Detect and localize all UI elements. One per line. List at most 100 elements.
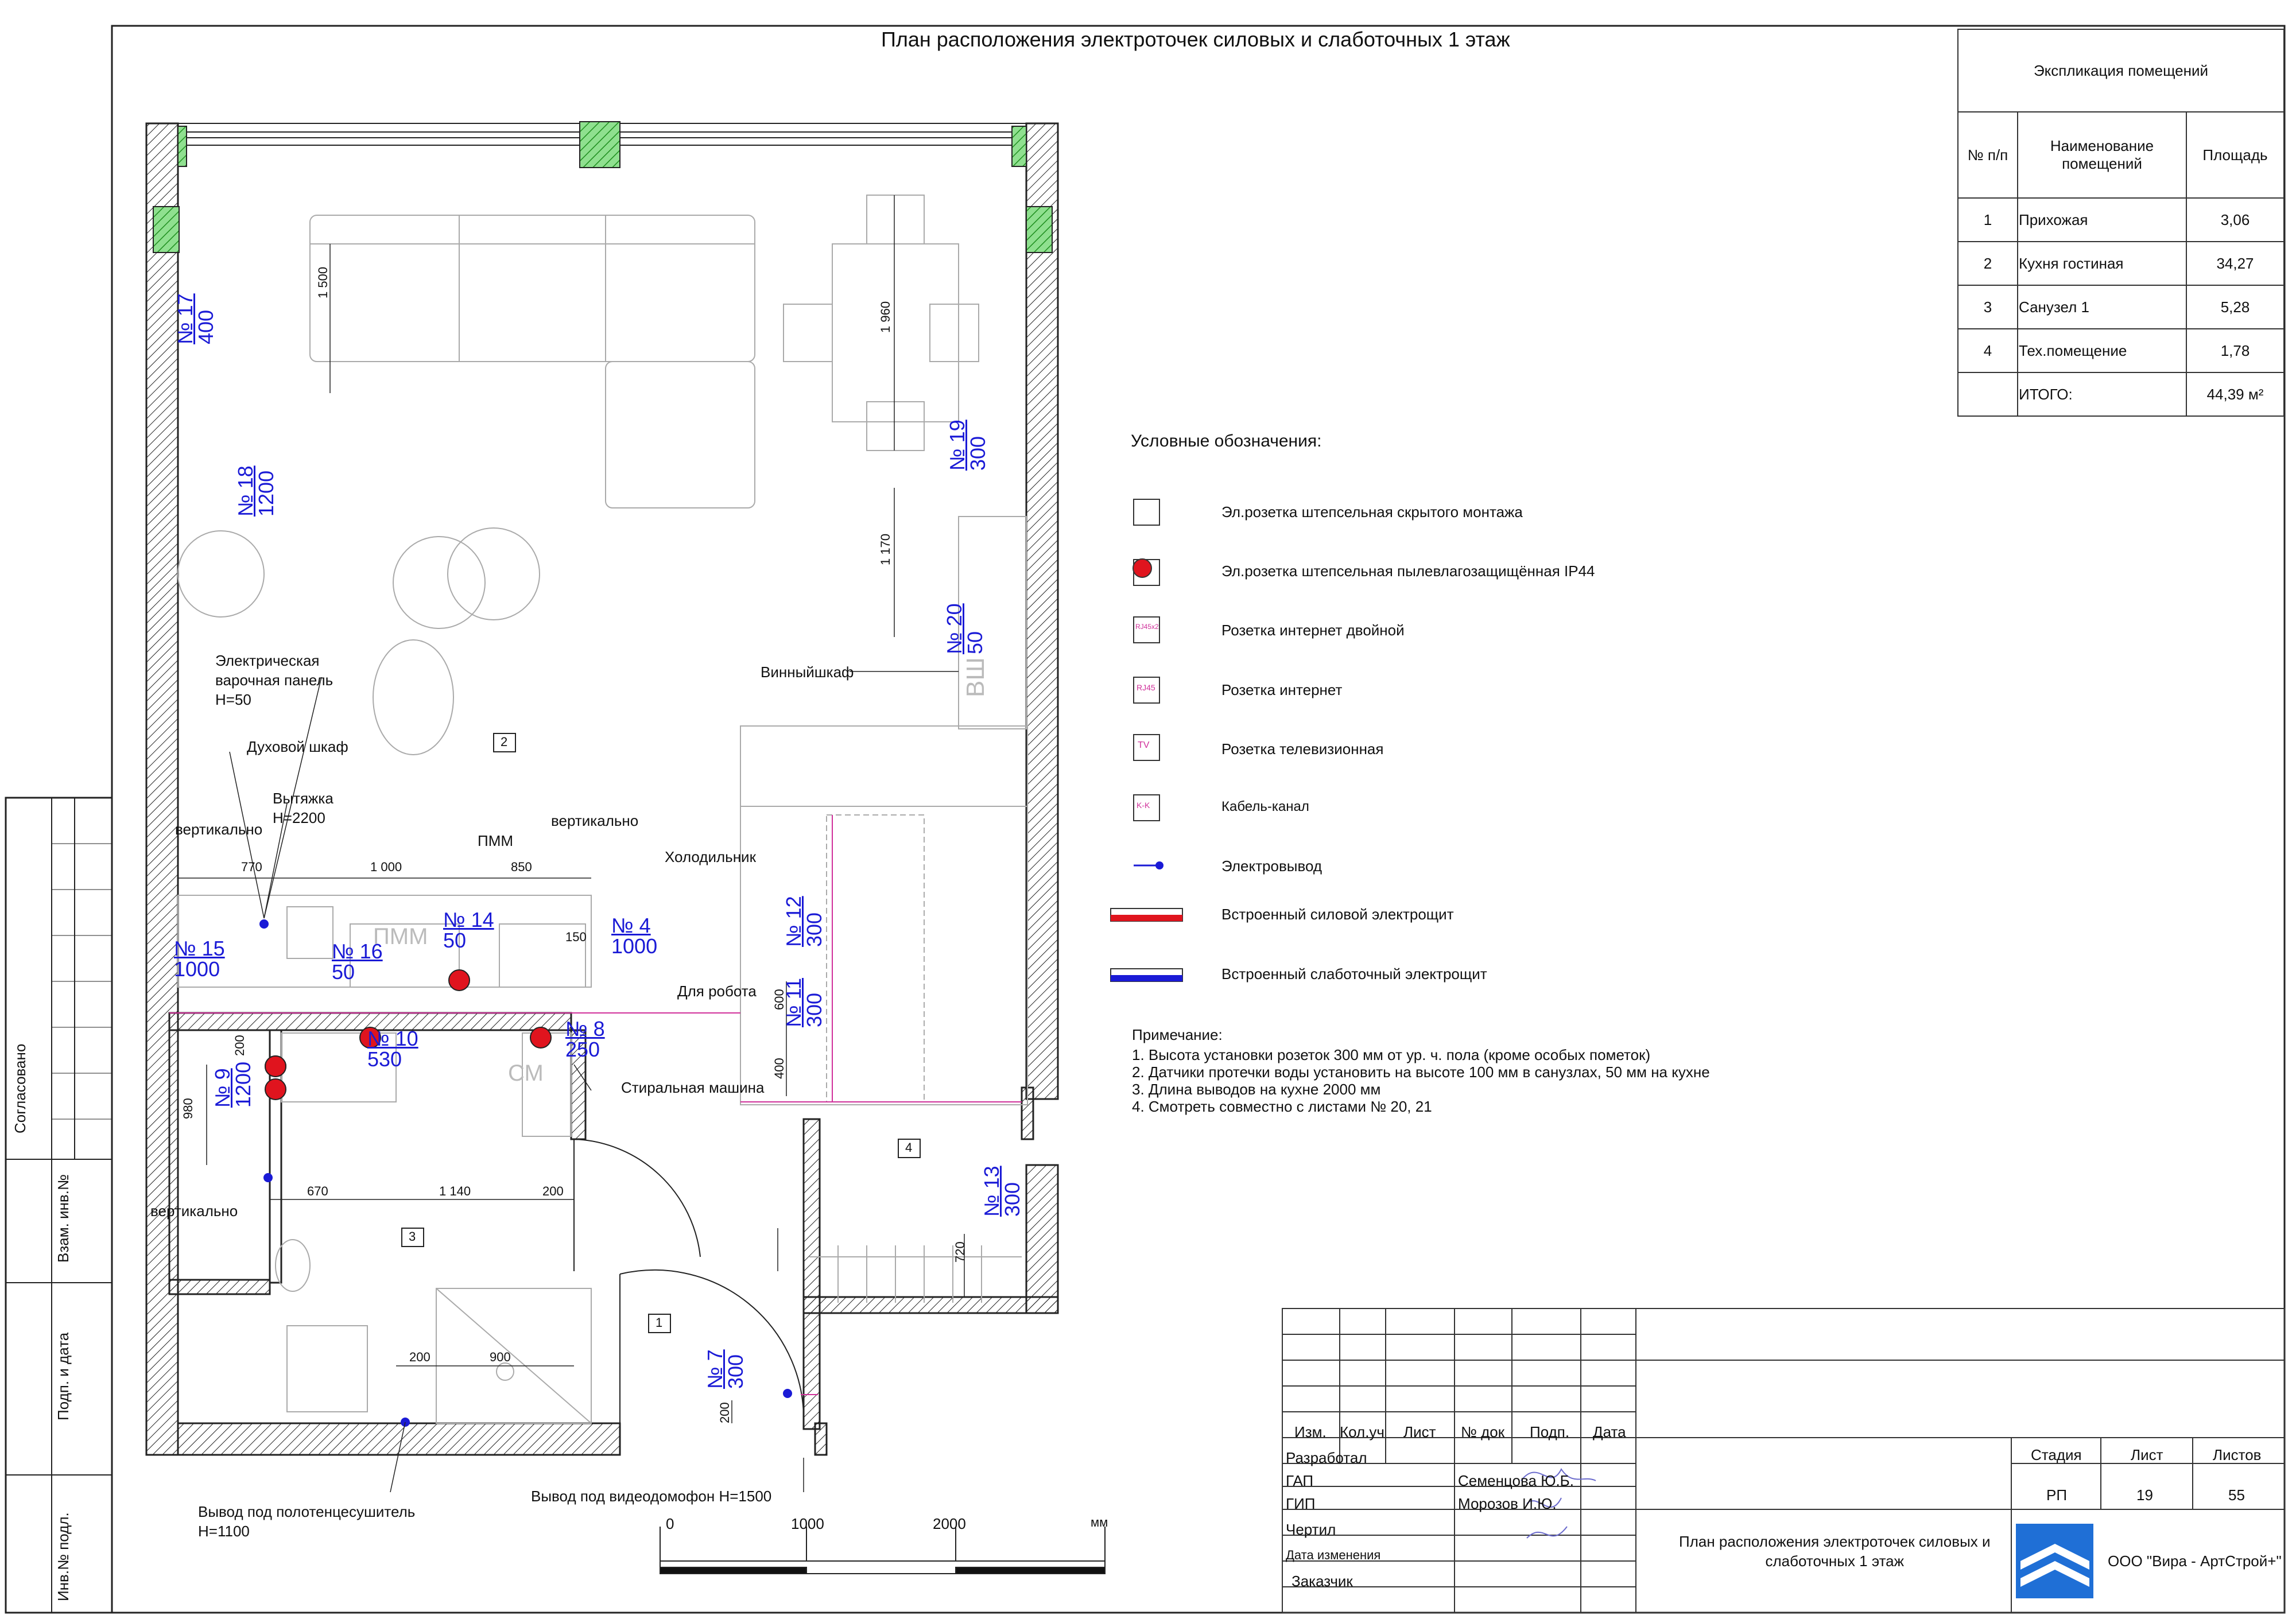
hood-callout: Вытяжка H=2200 <box>273 790 333 826</box>
legend-item: Розетка интернет двойной <box>1221 622 1405 639</box>
room-name: Кухня гостиная <box>2017 241 2187 286</box>
room-area: 1,78 <box>2186 328 2285 373</box>
pmm-callout: ПММ <box>478 832 514 849</box>
room-name: Тех.помещение <box>2017 328 2187 373</box>
stamp-role: Чертил <box>1286 1521 1336 1538</box>
legend-item: Встроенный слаботочный электрощит <box>1221 965 1487 983</box>
dim: 900 <box>490 1350 511 1364</box>
stamp-stage: РП <box>2046 1486 2068 1504</box>
cable-routes <box>169 815 1022 1395</box>
dimension-lines <box>178 195 965 1423</box>
stamp-drawing-title: План расположения электроточек силовых и… <box>1679 1533 1991 1570</box>
legend-item: Розетка интернет <box>1221 681 1343 698</box>
stamp-sheet-h: Лист <box>2131 1446 2163 1463</box>
room-area: 5,28 <box>2186 285 2285 329</box>
scale-unit: мм <box>1091 1515 1108 1529</box>
dim: 850 <box>511 860 532 874</box>
room-num: 2 <box>1957 241 2018 286</box>
stamp-stage-h: Стадия <box>2031 1446 2082 1463</box>
tv-socket-icon: TV <box>1138 740 1150 750</box>
note-line: 2. Датчики протечки воды установить на в… <box>1132 1063 1710 1081</box>
fridge-callout: Холодильник <box>665 848 756 865</box>
dim: 1 000 <box>370 860 402 874</box>
room-num: 1 <box>1957 197 2018 242</box>
stamp-col: Кол.уч <box>1340 1423 1384 1440</box>
legend-heading: Условные обозначения: <box>1131 432 1322 451</box>
col-area: Площадь <box>2186 111 2285 199</box>
stamp-col: Дата <box>1593 1423 1626 1440</box>
internet-double-icon: RJ45x2 <box>1135 623 1159 631</box>
washer-callout: Стиральная машина <box>621 1079 765 1096</box>
robot-callout: Для робота <box>677 983 757 1000</box>
armchairs <box>177 527 540 755</box>
room-area: 3,06 <box>2186 197 2285 242</box>
legend-item: Кабель-канал <box>1221 799 1309 814</box>
page-title: План расположения электроточек силовых и… <box>881 28 1510 51</box>
stamp-col: № док <box>1461 1423 1505 1440</box>
dim: 1 140 <box>439 1184 471 1198</box>
sofa <box>309 215 755 508</box>
towel-callout: Вывод под полотенцесушитель H=1100 <box>198 1503 416 1540</box>
dim: 770 <box>241 860 262 874</box>
wine-callout: Винныйшкаф <box>761 663 854 681</box>
room-area: 34,27 <box>2186 241 2285 286</box>
note-line: 3. Длина выводов на кухне 2000 мм <box>1132 1081 1381 1098</box>
note-line: 1. Высота установки розеток 300 мм от ур… <box>1132 1046 1651 1063</box>
room-tag: 1 <box>656 1315 663 1330</box>
room-name: Санузел 1 <box>2017 285 2187 329</box>
room-num: 3 <box>1957 285 2018 329</box>
outer-walls <box>145 122 1059 1456</box>
stamp-sheets-h: Листов <box>2213 1446 2262 1463</box>
room-tags <box>401 733 921 1333</box>
bathroom-fixtures <box>275 1032 592 1424</box>
stamp-col: Лист <box>1403 1423 1436 1440</box>
hob-callout: Электрическая варочная панель H=50 <box>215 652 333 708</box>
callout-leaders <box>229 671 959 1493</box>
legend-item: Встроенный силовой электрощит <box>1221 906 1454 923</box>
legend-symbols <box>1110 499 1183 982</box>
stamp-role: ГАП <box>1286 1472 1314 1489</box>
room-tag: 2 <box>501 735 508 749</box>
dim: 670 <box>307 1184 328 1198</box>
room-tag: 3 <box>409 1229 416 1244</box>
stamp-name: Семенцова Ю.Б. <box>1458 1472 1574 1489</box>
note-line: 4. Смотреть совместно с листами № 20, 21 <box>1132 1098 1432 1115</box>
stamp-name: Морозов И.Ю. <box>1458 1495 1557 1512</box>
legend-item: Эл.розетка штепсельная пылевлагозащищённ… <box>1221 562 1595 580</box>
stamp-col: Подп. <box>1530 1423 1570 1440</box>
room-name: Прихожая <box>2017 197 2187 242</box>
vertical-callout: вертикально <box>175 821 263 838</box>
cm-tag: СМ <box>508 1061 544 1086</box>
scale-bar <box>660 1527 1106 1574</box>
legend-item: Эл.розетка штепсельная скрытого монтажа <box>1221 503 1523 521</box>
stamp-col: Изм. <box>1294 1423 1327 1440</box>
pmm-tag: ПММ <box>373 924 428 949</box>
stamp-role: ГИП <box>1286 1495 1316 1512</box>
col-name: Наименование помещений <box>2017 111 2187 199</box>
stamp-company: ООО "Вира - АртСтрой+" <box>2108 1552 2282 1570</box>
doors <box>573 1139 805 1424</box>
oven-callout: Духовой шкаф <box>247 738 348 755</box>
scale-tick: 2000 <box>933 1515 966 1532</box>
explication-table: Экспликация помещений № п/п Наименование… <box>1957 29 2285 417</box>
vertical-callout: вертикально <box>150 1202 238 1220</box>
stairs <box>809 1245 1022 1303</box>
company-logo <box>2016 1524 2093 1598</box>
scale-tick: 0 <box>666 1515 674 1532</box>
internet-icon: RJ45 <box>1137 683 1155 692</box>
notes-heading: Примечание: <box>1132 1026 1223 1043</box>
room-tag: 4 <box>905 1140 913 1155</box>
dining-table <box>783 195 979 451</box>
col-num: № п/п <box>1957 111 2018 199</box>
stamp-role: Дата изменения <box>1286 1548 1381 1562</box>
